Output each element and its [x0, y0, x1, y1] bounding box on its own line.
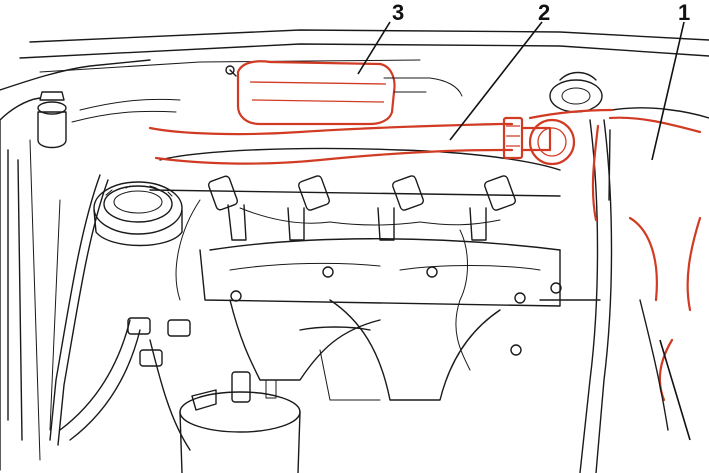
right-strut-mount	[539, 71, 613, 473]
oil-filler-cap	[93, 181, 183, 247]
injector-4	[469, 175, 516, 241]
bonnet-edge	[19, 29, 709, 73]
callout-2-label: 2	[538, 0, 550, 25]
left-wing-structure	[0, 59, 151, 471]
injector-3	[377, 175, 424, 241]
brake-fluid-reservoir	[37, 91, 181, 149]
leader-lines	[357, 21, 691, 441]
injector-2	[287, 175, 330, 241]
callout-1-label: 1	[678, 0, 690, 25]
callout-3-label: 3	[392, 0, 404, 25]
part-3-cover	[225, 60, 463, 126]
injector-1	[175, 175, 247, 301]
intake-manifold	[229, 266, 562, 401]
part-2-fuel-pipe	[148, 108, 614, 166]
cylinder-head-cover	[149, 147, 561, 307]
fuel-filter-housing	[179, 371, 301, 473]
fuel-return-lines	[239, 207, 501, 371]
turbo-intercooler-pipe	[591, 107, 709, 431]
left-hose-bundle	[49, 174, 191, 451]
